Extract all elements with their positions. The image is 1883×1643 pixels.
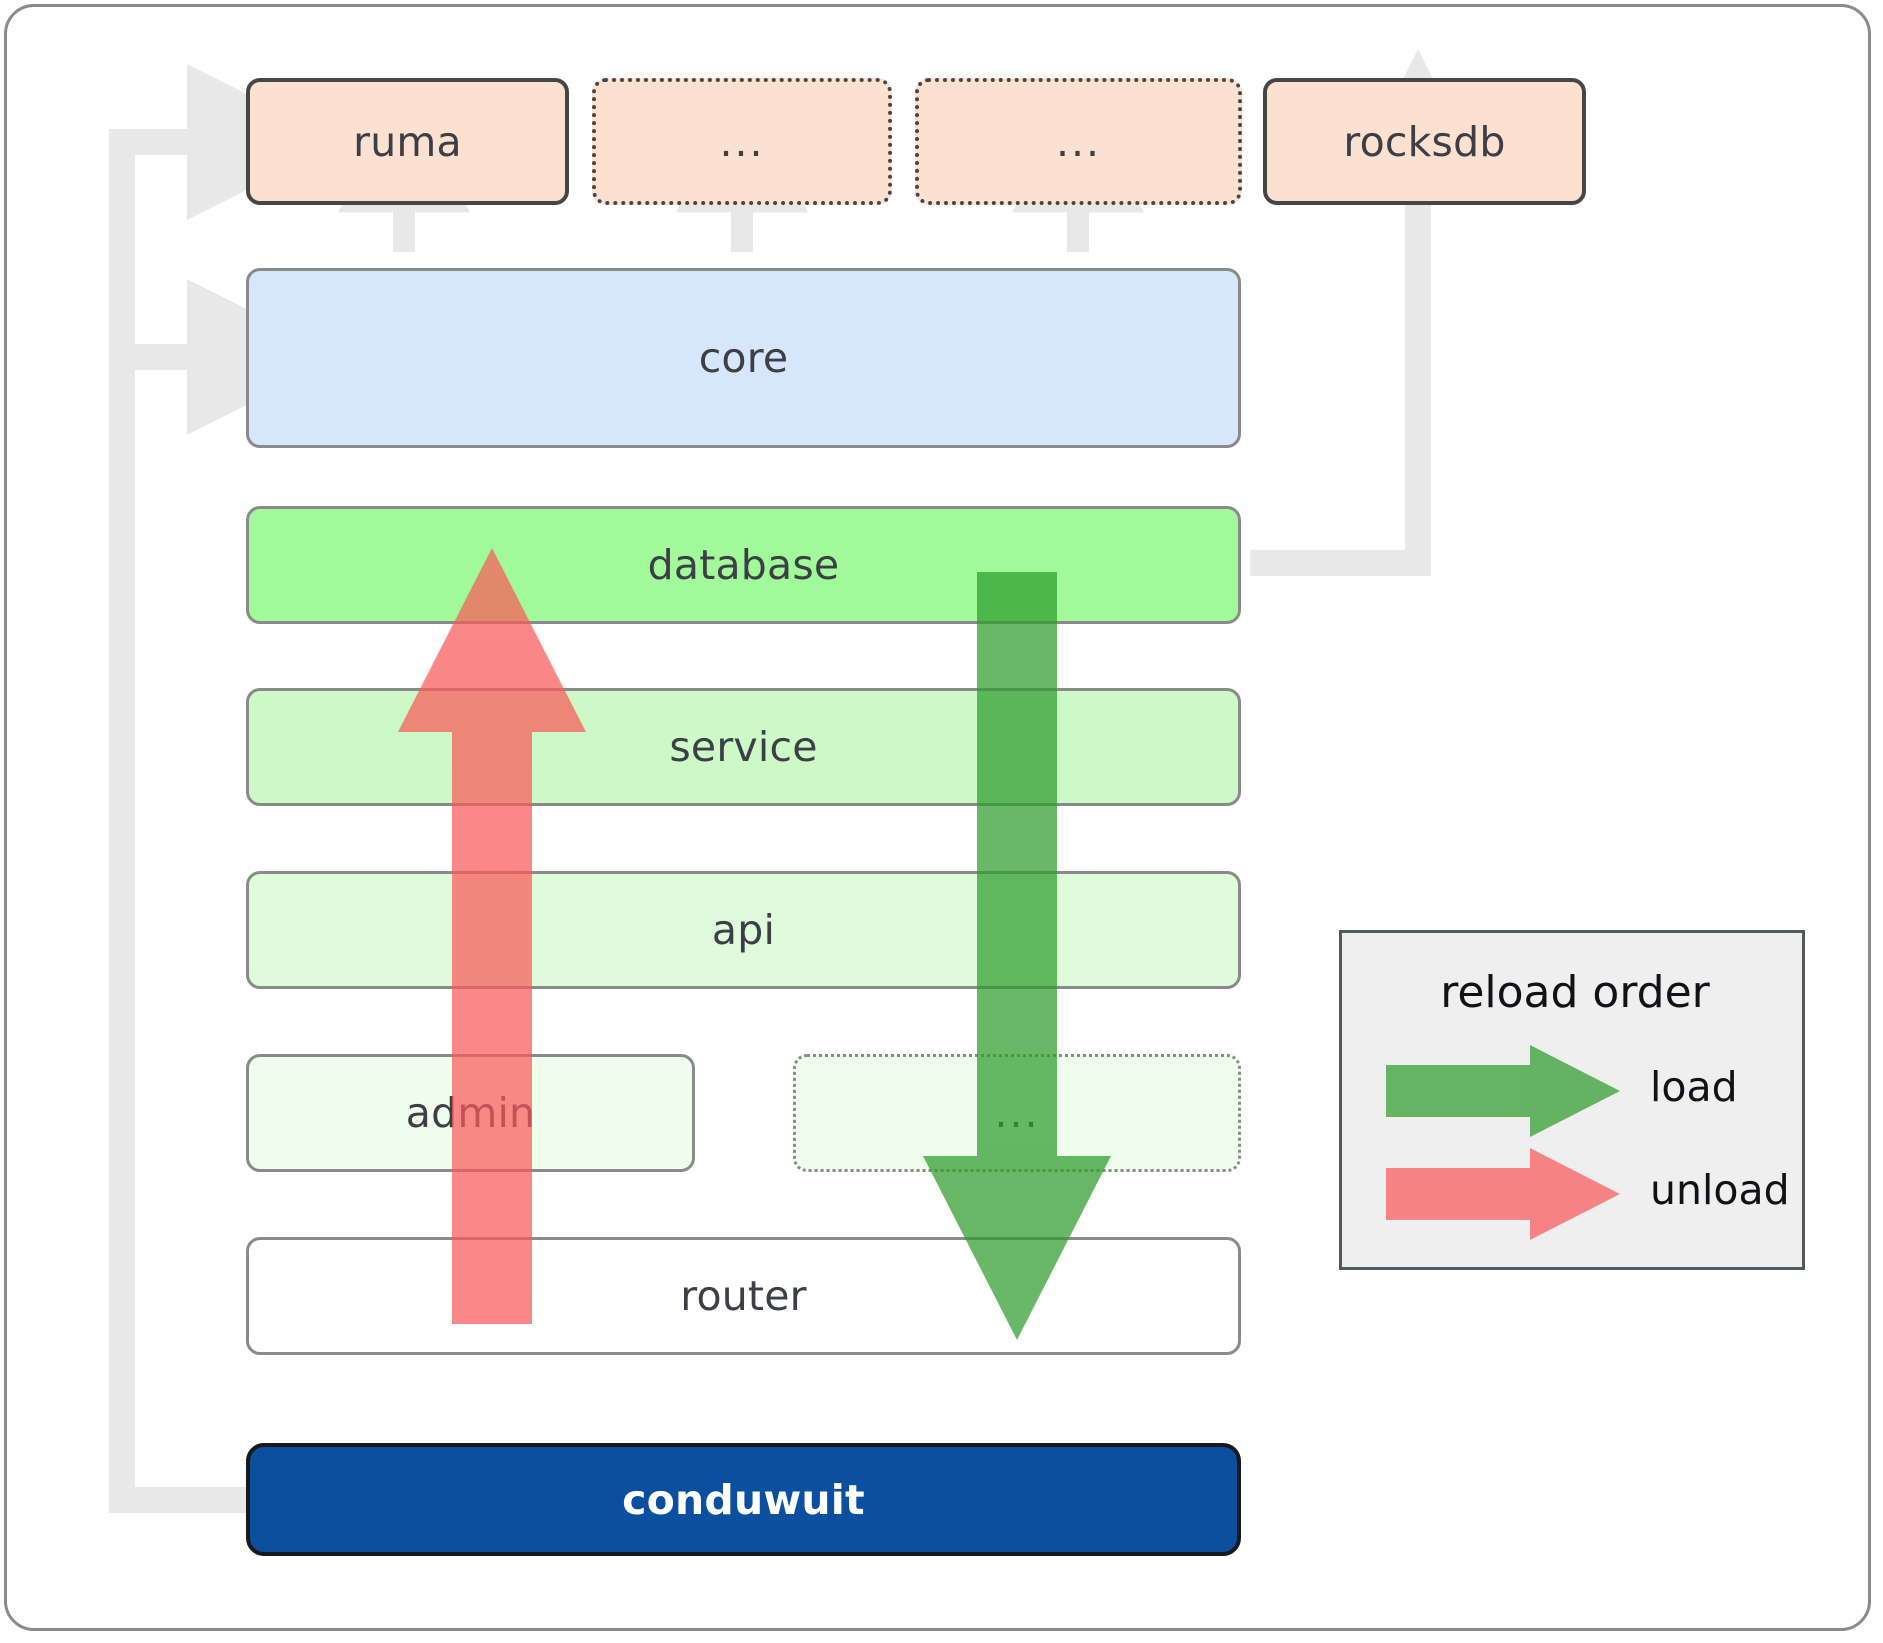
- node-rocksdb-label: rocksdb: [1343, 117, 1506, 166]
- node-database[interactable]: database: [246, 506, 1241, 624]
- node-top-ellipsis-1[interactable]: ...: [592, 78, 892, 205]
- node-api-label: api: [711, 906, 776, 954]
- diagram-card-frame: [4, 4, 1871, 1631]
- node-conduwuit[interactable]: conduwuit: [246, 1443, 1241, 1556]
- node-api[interactable]: api: [246, 871, 1241, 989]
- node-rocksdb[interactable]: rocksdb: [1263, 78, 1586, 205]
- node-router-label: router: [680, 1272, 807, 1320]
- node-database-label: database: [647, 541, 840, 589]
- node-service-label: service: [669, 723, 818, 771]
- legend-item-unload-label: unload: [1650, 1166, 1790, 1214]
- node-router[interactable]: router: [246, 1237, 1241, 1355]
- node-core[interactable]: core: [246, 268, 1241, 448]
- legend-title: reload order: [1440, 967, 1710, 1018]
- node-bottom-ellipsis-label: ...: [994, 1089, 1040, 1137]
- legend-item-load-label: load: [1650, 1063, 1738, 1111]
- node-ruma[interactable]: ruma: [246, 78, 569, 205]
- node-admin[interactable]: admin: [246, 1054, 695, 1172]
- node-core-label: core: [698, 334, 789, 382]
- node-top-ellipsis-2[interactable]: ...: [915, 78, 1242, 205]
- node-ruma-label: ruma: [353, 117, 462, 166]
- node-bottom-ellipsis[interactable]: ...: [793, 1054, 1241, 1172]
- node-top-ellipsis-1-label: ...: [719, 117, 765, 166]
- node-top-ellipsis-2-label: ...: [1055, 117, 1102, 166]
- node-service[interactable]: service: [246, 688, 1241, 806]
- node-admin-label: admin: [405, 1089, 536, 1137]
- node-conduwuit-label: conduwuit: [622, 1475, 865, 1524]
